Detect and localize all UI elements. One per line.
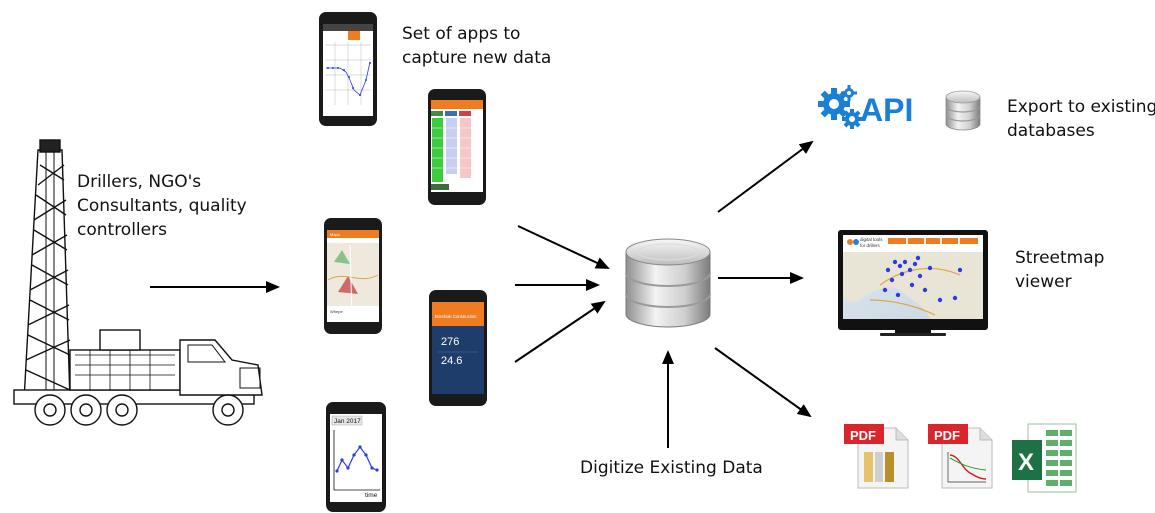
phone-gauge-value-2: 24.6 [441, 355, 462, 367]
viewer-line-2: viewer [1015, 272, 1072, 292]
monitor-brand-line1: digital tools [860, 237, 883, 242]
rig-wheels [34, 394, 244, 426]
rig-engine-detail [75, 350, 175, 390]
rig-truck-cab [179, 339, 263, 396]
rig-cab-window [187, 344, 227, 363]
apps-line-2: capture new data [402, 48, 552, 68]
drilling-rig-illustration [13, 139, 263, 426]
arrow-apps-to-db-upper [517, 225, 610, 269]
phone-gauge-app: Borehole Construction 276 24.6 [429, 290, 487, 406]
export-line-2: databases [1007, 121, 1095, 141]
map-markers [882, 255, 963, 303]
phone-gauge-value-1: 276 [441, 336, 459, 348]
rig-grille [239, 367, 261, 389]
gears-icon [818, 85, 862, 129]
export-line-1: Export to existing [1007, 97, 1155, 117]
phone-map-tab: Maps [330, 232, 340, 237]
phone-graph-date: Jan 2017 [334, 418, 361, 425]
actors-line-3: controllers [77, 220, 167, 240]
pdf-report-icon-2: PDF [928, 424, 993, 489]
actors-line-1: Drillers, NGO's [77, 172, 202, 192]
excel-letter: X [1018, 449, 1034, 476]
arrow-db-to-api [717, 140, 814, 213]
rig-mast-rails [45, 152, 55, 400]
viewer-line-1: Streetmap [1015, 248, 1105, 268]
rig-mast-bracing [25, 164, 71, 391]
rig-mast [23, 149, 71, 401]
rig-mast-cross-bracing [25, 164, 71, 361]
arrow-apps-to-db-lower [514, 300, 606, 363]
digitize-text: Digitize Existing Data [580, 458, 763, 478]
rig-tank [99, 329, 141, 351]
phone-graph-app: Jan 2017 time [326, 402, 386, 512]
monitor-nav-tabs [888, 238, 978, 244]
phone-gauge-title: Borehole Construction [435, 314, 477, 319]
actors-label: Drillers, NGO's Consultants, quality con… [77, 170, 247, 242]
phone-chart-app [319, 12, 377, 126]
central-database-icon [625, 238, 711, 328]
rig-engine-block [69, 349, 181, 391]
digitize-label: Digitize Existing Data [580, 456, 763, 480]
actors-line-2: Consultants, quality [77, 196, 247, 216]
viewer-label: Streetmap viewer [1015, 246, 1104, 294]
api-label: API [860, 92, 913, 128]
map-roads [869, 267, 961, 316]
arrow-db-to-files [714, 347, 812, 418]
export-label: Export to existing databases [1007, 95, 1155, 143]
rig-crown-block [39, 139, 61, 153]
pdf-label-2: PDF [934, 428, 960, 443]
monitor-brand-line2: for drillers [860, 243, 881, 248]
flow-arrows [150, 140, 814, 448]
phone-map-footer: Whepe [330, 309, 343, 314]
phone-map-app: Maps Whepe [324, 218, 382, 334]
pdf-report-icon-1: PDF [844, 424, 909, 489]
pdf-label-1: PDF [850, 428, 876, 443]
apps-line-1: Set of apps to [402, 24, 521, 44]
excel-file-icon: X [1012, 423, 1077, 493]
export-database-icon [945, 90, 981, 131]
apps-label: Set of apps to capture new data [402, 22, 551, 70]
streetmap-monitor: digital tools for drillers [838, 230, 988, 336]
phone-table-app [428, 89, 486, 205]
phone-graph-axis: time [365, 492, 378, 499]
